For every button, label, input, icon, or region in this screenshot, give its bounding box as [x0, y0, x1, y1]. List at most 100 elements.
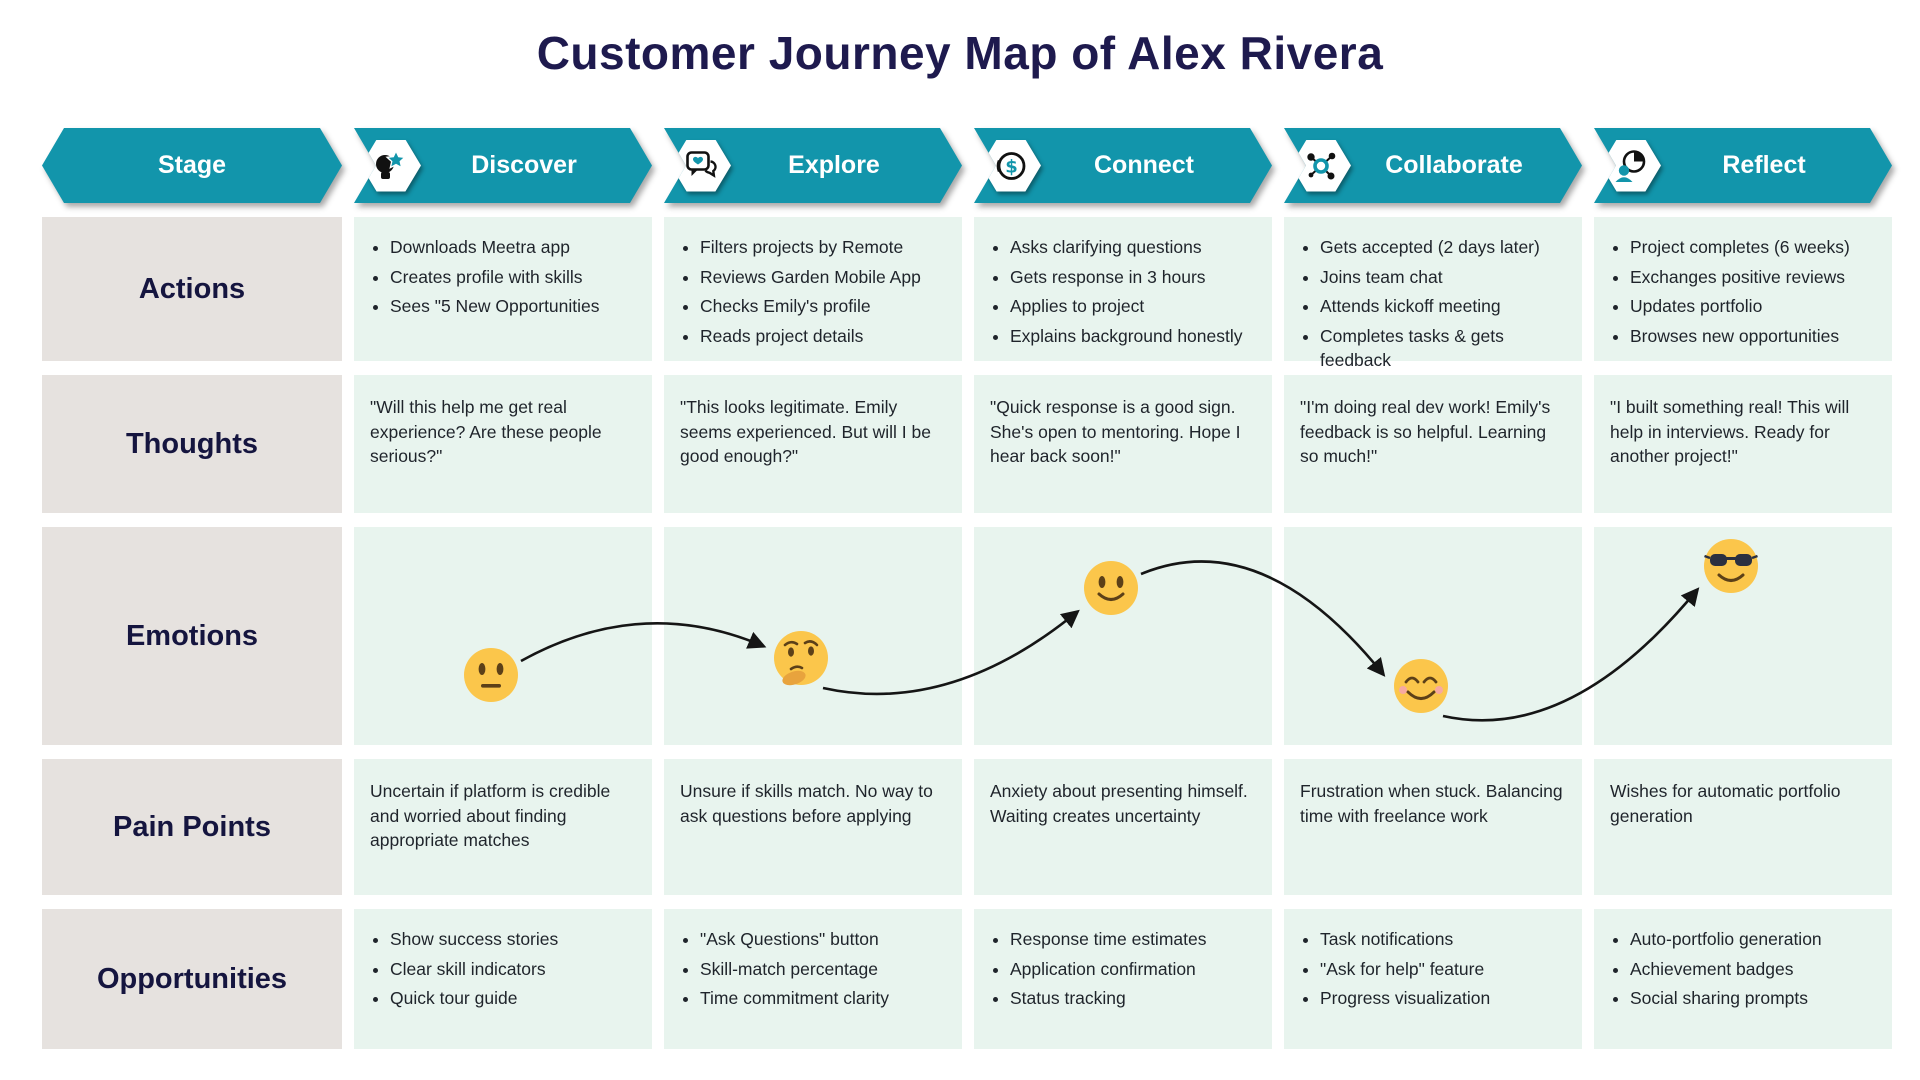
opportunities-item: Clear skill indicators [390, 957, 638, 982]
connect-actions-cell: Asks clarifying questionsGets response i… [974, 217, 1272, 361]
stage-badge [671, 140, 731, 192]
opportunities-list: "Ask Questions" buttonSkill-match percen… [676, 927, 948, 1011]
connect-emotions-cell [974, 527, 1272, 745]
opportunities-item: Auto-portfolio generation [1630, 927, 1878, 952]
explore-emotions-cell [664, 527, 962, 745]
collaborate-actions-cell: Gets accepted (2 days later) Joins team c… [1284, 217, 1582, 370]
actions-item: Joins team chat [1320, 265, 1568, 290]
stage-header-shape: $ Connect [974, 128, 1272, 203]
actions-item: Explains background honestly [1010, 324, 1258, 349]
collaborate-pain_point-cell: Frustration when stuck. Balancing time w… [1284, 759, 1582, 895]
person-pie-icon [1601, 140, 1661, 192]
collaborate-emotions-cell [1284, 527, 1582, 745]
journey-grid: Stage Actions Thoughts Emotions Pain Poi… [42, 128, 1892, 1049]
actions-item: Updates portfolio [1630, 294, 1878, 319]
collaborate-thought-cell: "I'm doing real dev work! Emily's feedba… [1284, 375, 1582, 513]
opportunities-item: Show success stories [390, 927, 638, 952]
stage-badge [1291, 140, 1351, 192]
actions-list: Filters projects by RemoteReviews Garden… [676, 235, 948, 348]
stage-header-shape: Explore [664, 128, 962, 203]
thought-text: "This looks legitimate. Emily seems expe… [680, 397, 931, 466]
actions-item: Checks Emily's profile [700, 294, 948, 319]
row-label-thoughts-text: Thoughts [125, 427, 259, 460]
actions-item: Asks clarifying questions [1010, 235, 1258, 260]
row-label-opportunities-text: Opportunities [96, 962, 288, 995]
actions-list: Gets accepted (2 days later) Joins team c… [1296, 235, 1568, 373]
actions-item: Downloads Meetra app [390, 235, 638, 260]
row-label-emotions: Emotions [42, 527, 342, 745]
discover-thought-cell: "Will this help me get real experience? … [354, 375, 652, 513]
dollar-circle-icon: $ [981, 140, 1041, 192]
pain_point-text: Wishes for automatic portfolio generatio… [1610, 781, 1841, 826]
stage-row-label: Stage [157, 151, 227, 179]
opportunities-item: Progress visualization [1320, 986, 1568, 1011]
opportunities-item: Achievement badges [1630, 957, 1878, 982]
thought-text: "Will this help me get real experience? … [370, 397, 602, 466]
idea-star-icon [361, 140, 421, 192]
actions-list: Project completes (6 weeks)Exchanges pos… [1606, 235, 1878, 348]
thought-text: "Quick response is a good sign. She's op… [990, 397, 1241, 466]
actions-item: Gets accepted (2 days later) [1320, 235, 1568, 260]
actions-item: Gets response in 3 hours [1010, 265, 1258, 290]
opportunities-item: Skill-match percentage [700, 957, 948, 982]
reflect-thought-cell: "I built something real! This will help … [1594, 375, 1892, 513]
connect-opportunities-cell: Response time estimatesApplication confi… [974, 909, 1272, 1049]
stage-header-shape: Stage [42, 128, 342, 203]
svg-text:$: $ [1005, 156, 1018, 177]
reflect-emotions-cell [1594, 527, 1892, 745]
stage-badge [1601, 140, 1661, 192]
opportunities-item: Response time estimates [1010, 927, 1258, 952]
collaborate-opportunities-cell: Task notifications "Ask for help" feature… [1284, 909, 1582, 1049]
row-label-pain-points-text: Pain Points [113, 810, 271, 843]
discover-opportunities-cell: Show success storiesClear skill indicato… [354, 909, 652, 1049]
opportunities-item: "Ask Questions" button [700, 927, 948, 952]
opportunities-list: Task notifications "Ask for help" feature… [1296, 927, 1568, 1011]
actions-item: Creates profile with skills [390, 265, 638, 290]
row-label-actions: Actions [42, 217, 342, 361]
actions-list: Downloads Meetra appCreates profile with… [366, 235, 638, 319]
stage-badge [361, 140, 421, 192]
discover-emotions-cell [354, 527, 652, 745]
opportunities-item: Time commitment clarity [700, 986, 948, 1011]
opportunities-list: Show success storiesClear skill indicato… [366, 927, 638, 1011]
connect-thought-cell: "Quick response is a good sign. She's op… [974, 375, 1272, 513]
stage-banner-label: Connect [1094, 151, 1194, 179]
pain_point-text: Frustration when stuck. Balancing time w… [1300, 781, 1563, 826]
stage-header-shape: Reflect [1594, 128, 1892, 203]
stage-banner-connect: $ Connect [974, 128, 1272, 203]
row-label-thoughts: Thoughts [42, 375, 342, 513]
opportunities-item: "Ask for help" feature [1320, 957, 1568, 982]
actions-item: Reviews Garden Mobile App [700, 265, 948, 290]
stage-header-shape: Collaborate [1284, 128, 1582, 203]
pain_point-text: Unsure if skills match. No way to ask qu… [680, 781, 933, 826]
reflect-actions-cell: Project completes (6 weeks)Exchanges pos… [1594, 217, 1892, 361]
explore-thought-cell: "This looks legitimate. Emily seems expe… [664, 375, 962, 513]
connect-pain_point-cell: Anxiety about presenting himself. Waitin… [974, 759, 1272, 895]
row-label-opportunities: Opportunities [42, 909, 342, 1049]
opportunities-list: Auto-portfolio generationAchievement bad… [1606, 927, 1878, 1011]
actions-item: Filters projects by Remote [700, 235, 948, 260]
row-label-emotions-text: Emotions [125, 619, 259, 652]
actions-list: Asks clarifying questionsGets response i… [986, 235, 1258, 348]
actions-item: Applies to project [1010, 294, 1258, 319]
actions-item: Reads project details [700, 324, 948, 349]
stage-header-shape: Discover [354, 128, 652, 203]
opportunities-item: Status tracking [1010, 986, 1258, 1011]
opportunities-item: Task notifications [1320, 927, 1568, 952]
explore-opportunities-cell: "Ask Questions" buttonSkill-match percen… [664, 909, 962, 1049]
row-label-actions-text: Actions [138, 272, 246, 305]
chat-heart-icon [671, 140, 731, 192]
stage-banner-label: Explore [788, 151, 880, 179]
stage-banner-label: Discover [471, 151, 577, 179]
thought-text: "I'm doing real dev work! Emily's feedba… [1300, 397, 1551, 466]
actions-item: Sees "5 New Opportunities [390, 294, 638, 319]
stage-banner-reflect: Reflect [1594, 128, 1892, 203]
opportunities-list: Response time estimatesApplication confi… [986, 927, 1258, 1011]
pain_point-text: Anxiety about presenting himself. Waitin… [990, 781, 1248, 826]
opportunities-item: Application confirmation [1010, 957, 1258, 982]
explore-actions-cell: Filters projects by RemoteReviews Garden… [664, 217, 962, 361]
opportunities-item: Social sharing prompts [1630, 986, 1878, 1011]
actions-item: Project completes (6 weeks) [1630, 235, 1878, 260]
actions-item: Browses new opportunities [1630, 324, 1878, 349]
